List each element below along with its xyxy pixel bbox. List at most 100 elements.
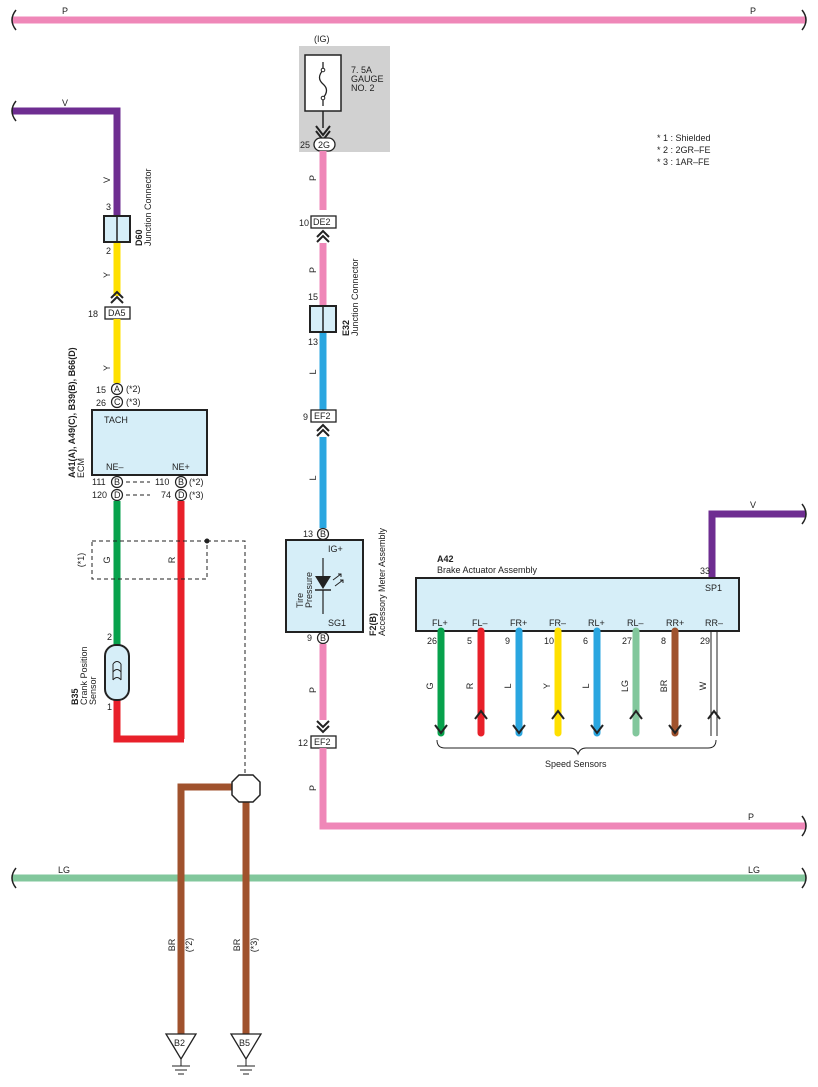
a42-terminal-pin: 6 — [583, 636, 588, 646]
sensor-wire-label: BR — [659, 679, 669, 692]
ef2a-label: EF2 — [314, 411, 331, 421]
center-l-wire: L 9 EF2 L — [303, 333, 337, 528]
ecm-pin-120 — [110, 488, 124, 502]
fuse-pin-num: 25 — [300, 140, 310, 150]
a42-terminal-label: FL– — [472, 618, 488, 628]
fuse-ig: (IG) — [314, 34, 330, 44]
e32-junction-connector: 15 13 E32 Junction Connector — [308, 258, 360, 347]
d60-wire-top-label: V — [102, 177, 112, 183]
f2-pin-13-num: 13 — [303, 529, 313, 539]
ecm-box — [91, 409, 208, 476]
chevron-connector-icon — [316, 423, 330, 437]
d60-pin-top: 3 — [106, 202, 111, 212]
p-wire-label-1: P — [308, 175, 318, 181]
a42-terminal-pin: 8 — [661, 636, 666, 646]
fuse-pin-conn: 2G — [318, 140, 330, 150]
br-label-b2: BR — [167, 938, 177, 951]
shield-box — [91, 540, 208, 580]
notes: * 1 : Shielded * 2 : 2GR–FE * 3 : 1AR–FE — [657, 133, 711, 167]
f2-pin-9-conn: B — [320, 633, 326, 643]
b35-code: B35 — [70, 688, 80, 705]
v-wire-sp1 — [708, 510, 806, 578]
ef2b-label: EF2 — [314, 737, 331, 747]
fuse-line2: GAUGE — [351, 74, 384, 84]
ecm-pin-15-note: (*2) — [126, 384, 141, 394]
ecm-pin-26 — [110, 395, 124, 409]
ecm-name: ECM — [76, 458, 86, 478]
ecm: A41(A), A49(C), B39(B), B66(D) ECM 15 A … — [67, 347, 208, 502]
a42-terminals: FL+26GFL–5RFR+9LFR–10YRL+6LRL–27LGRR+8BR… — [425, 618, 723, 737]
b35-pin-bottom: 1 — [107, 702, 112, 712]
led-rays-icon — [332, 573, 344, 587]
sensor-wire-label: L — [503, 683, 513, 688]
ecm-pin-120-num: 120 — [92, 490, 107, 500]
d60-junction-connector: V 3 2 D60 Junction Connector — [102, 168, 153, 256]
ef2a-pin: 9 — [303, 412, 308, 422]
f2-sg: SG1 — [328, 618, 346, 628]
br-note-b5: (*3) — [249, 938, 259, 953]
p-wire-4 — [319, 748, 806, 830]
sensor-wire-label: Y — [542, 683, 552, 689]
warning-led-icon — [315, 576, 331, 589]
b35-name1: Crank Position — [79, 646, 89, 705]
y-wire-label-2: Y — [102, 365, 112, 371]
sensor-wire-label: R — [465, 682, 475, 689]
ground-b2-triangle — [164, 1033, 198, 1061]
bus-break-right — [801, 867, 807, 889]
a42-terminal-pin: 26 — [427, 636, 437, 646]
y-wire-label-1: Y — [102, 272, 112, 278]
b35-body — [104, 644, 130, 701]
f2-pin-9 — [316, 631, 330, 645]
ecm-pin-74-note: (*3) — [189, 490, 204, 500]
ecm-pin-111-conn: B — [114, 477, 120, 487]
lg-bus: LG LG — [11, 865, 807, 889]
note-3: * 3 : 1AR–FE — [657, 157, 710, 167]
ecm-pin-110 — [174, 475, 188, 489]
bus-break-right — [801, 503, 807, 525]
da5-pin: 18 — [88, 309, 98, 319]
a42-terminal-pin: 27 — [622, 636, 632, 646]
ecm-pin-111-num: 111 — [92, 477, 106, 487]
chevron-down-icon — [434, 724, 448, 735]
crank-sensor-circuit: (*1) G R 2 1 B35 Crank Position Sensor — [70, 501, 246, 775]
sensor-wire-label: G — [425, 682, 435, 689]
ecm-code: A41(A), A49(C), B39(B), B66(D) — [67, 347, 77, 478]
chevron-down-icon — [512, 724, 526, 735]
p-bus-top: P P — [11, 6, 807, 31]
d60-pin-bottom: 2 — [106, 246, 111, 256]
chevron-down-icon — [590, 724, 604, 735]
da5-label: DA5 — [108, 308, 126, 318]
fuse-icon — [318, 62, 328, 106]
a42-terminal-label: FL+ — [432, 618, 448, 628]
ground-wires: BR (*2) BR (*3) B2 B5 — [164, 774, 263, 1075]
ef2b-pin: 12 — [298, 738, 308, 748]
ecm-pin-74-conn: D — [178, 490, 185, 500]
p-bus-top-left-label: P — [62, 6, 68, 16]
bus-break-left — [11, 9, 17, 31]
ecm-tach: TACH — [104, 415, 128, 425]
br-label-b5: BR — [232, 938, 242, 951]
chevron-up-icon — [707, 709, 721, 720]
ecm-pin-15-num: 15 — [96, 385, 106, 395]
p-wire-label-3: P — [308, 687, 318, 693]
e32-pin-bottom: 13 — [308, 337, 318, 347]
ground-b2-label: B2 — [174, 1038, 185, 1048]
p-bus-right-label: P — [748, 812, 754, 822]
bus-break-right — [801, 815, 807, 837]
shield-note: (*1) — [76, 553, 86, 568]
a42-terminal-pin: 29 — [700, 636, 710, 646]
lg-bus-right-label: LG — [748, 865, 760, 875]
accessory-meter-assembly: 13 B IG+ SG1 Tire Pressure 9 B F2(B) Acc… — [285, 527, 387, 645]
a42-terminal-label: RR– — [705, 618, 723, 628]
sensor-wire-label: L — [581, 683, 591, 688]
shield-ground-dash — [207, 540, 246, 775]
b35-pin-top: 2 — [107, 632, 112, 642]
fuse-icon-dot — [320, 67, 326, 73]
center-p-wire-bottom: P 12 EF2 P P — [298, 644, 807, 837]
a42-name: Brake Actuator Assembly — [437, 565, 538, 575]
ef2a-box — [310, 409, 337, 423]
a42-terminal-label: FR– — [549, 618, 566, 628]
f2-label2: Pressure — [304, 572, 314, 608]
ground-splice-octagon — [231, 774, 261, 803]
chevron-up-icon — [629, 709, 643, 720]
